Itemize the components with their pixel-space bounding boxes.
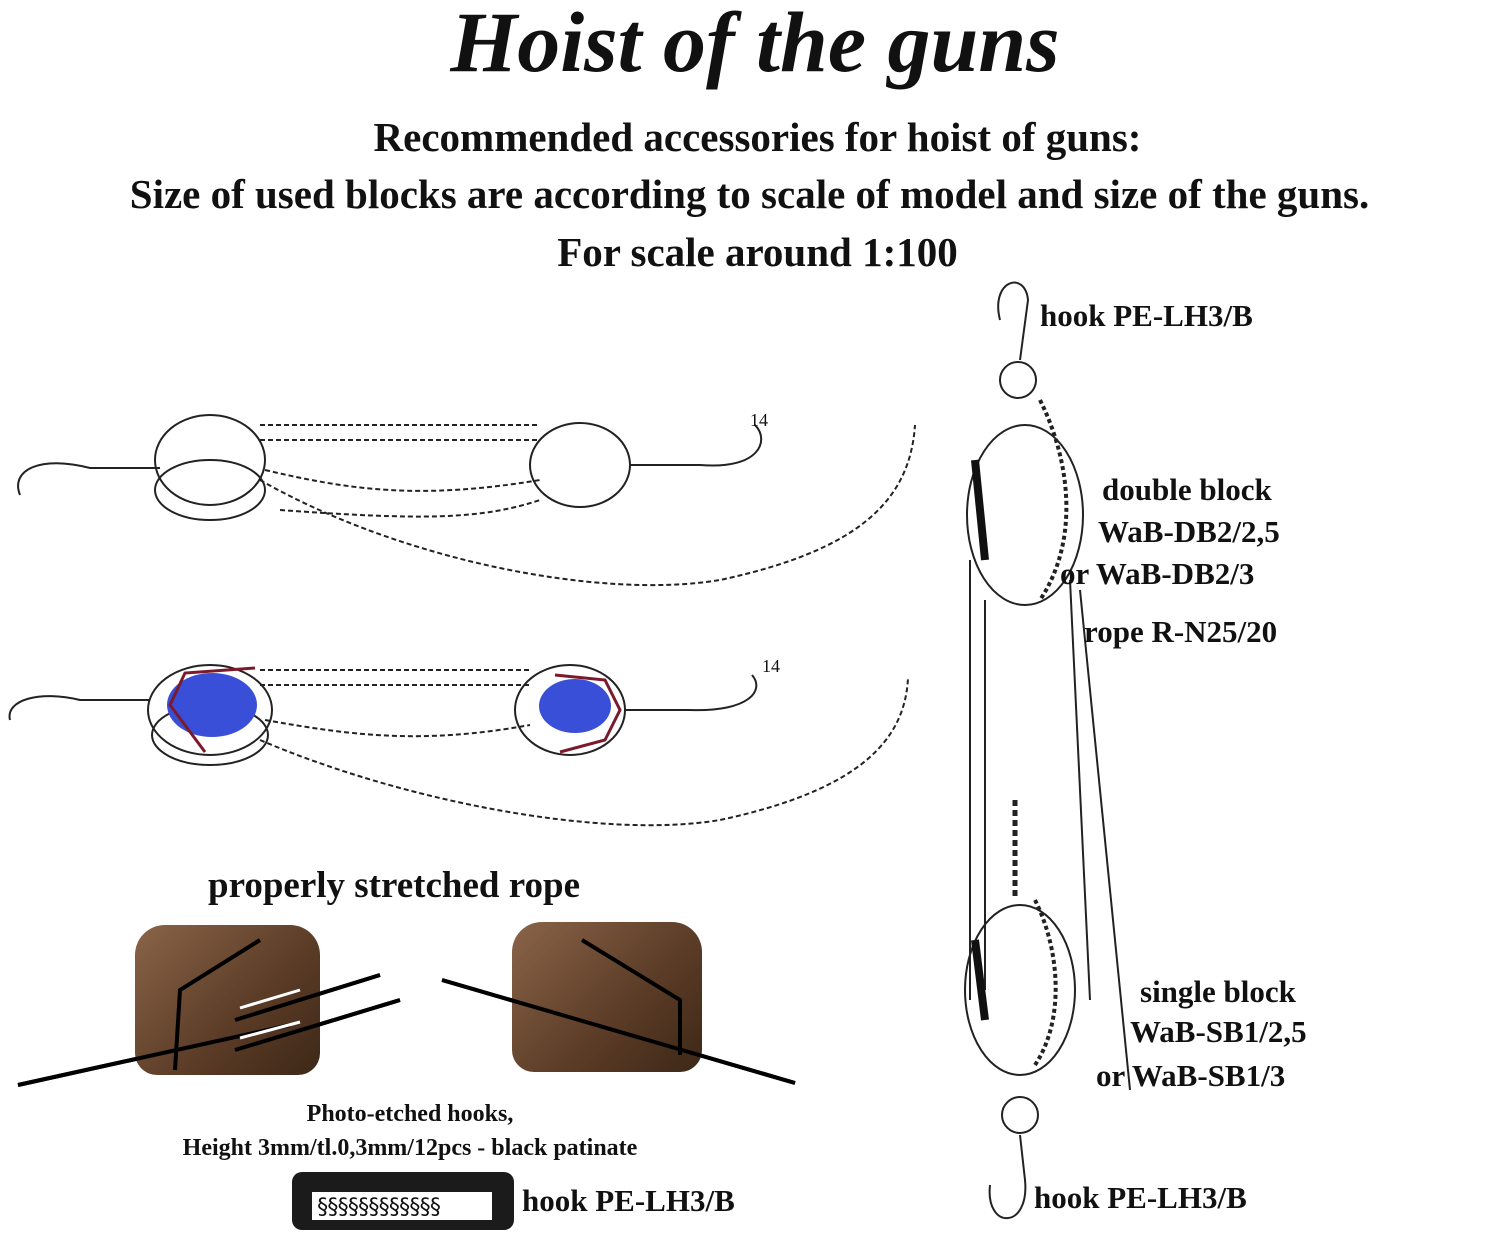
subtitle-line-1: Recommended accessories for hoist of gun… [373, 114, 1142, 160]
subtitle-line-3: For scale around 1:100 [557, 229, 958, 275]
pe-hooks-caption-1: Photo-etched hooks, [306, 1101, 514, 1127]
highlight-sheave-right [539, 679, 611, 733]
highlight-rope-left [168, 666, 256, 753]
tackle-diagram-bottom [8, 664, 909, 827]
stretched-rope-caption: properly stretched rope [208, 865, 581, 906]
single-block-label: single block [1140, 974, 1296, 1009]
subtitle-line-2: Size of used blocks are according to sca… [129, 171, 1370, 217]
svg-text:§§§§§§§§§§§§: §§§§§§§§§§§§ [316, 1195, 441, 1220]
figure-number-2: 14 [762, 656, 780, 676]
rope-label: rope R-N25/20 [1084, 614, 1278, 649]
page-title: Hoist of the guns [450, 0, 1060, 90]
hook-bottom-label: hook PE-LH3/B [1034, 1180, 1247, 1215]
double-block-code-2: or WaB-DB2/3 [1060, 556, 1255, 591]
tackle-diagram-top [17, 414, 916, 587]
figure-number-1: 14 [750, 410, 768, 430]
hook-top-label: hook PE-LH3/B [1040, 298, 1253, 333]
highlight-sheave-left [167, 673, 257, 737]
highlight-rope-right [554, 673, 622, 754]
double-block-photo [135, 925, 320, 1075]
double-block-label: double block [1102, 472, 1272, 507]
pe-hook-fret [292, 1172, 514, 1230]
pe-hook-label: hook PE-LH3/B [522, 1183, 735, 1218]
pe-hooks-caption-2: Height 3mm/tl.0,3mm/12pcs - black patina… [182, 1135, 638, 1161]
single-block-code-2: or WaB-SB1/3 [1096, 1058, 1286, 1093]
vertical-tackle [964, 281, 1131, 1220]
single-block-code-1: WaB-SB1/2,5 [1130, 1014, 1307, 1049]
double-block-code-1: WaB-DB2/2,5 [1098, 514, 1280, 549]
